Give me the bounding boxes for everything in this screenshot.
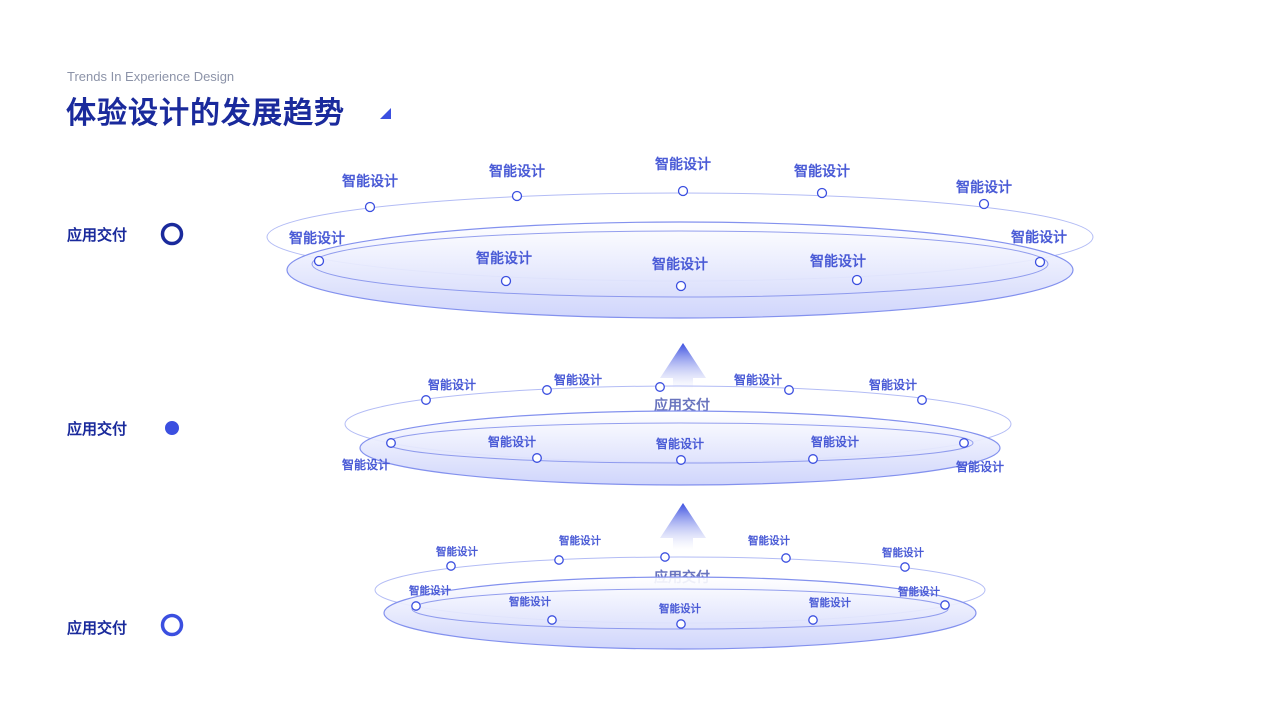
node-label: 智能设计 (897, 585, 940, 598)
node-marker (816, 187, 828, 199)
page-title: 体验设计的发展趋势 (66, 96, 345, 131)
layer-middle: 智能设计 智能设计 智能设计 智能设计 智能设计 智能设计 智能设计 智能设计 … (341, 372, 1012, 486)
node-label: 智能设计 (553, 372, 602, 387)
node-label: 智能设计 (868, 377, 917, 392)
node-marker (940, 600, 950, 610)
node-label: 智能设计 (408, 584, 451, 597)
node-marker (808, 615, 818, 625)
node-label: 智能设计 (747, 534, 790, 547)
page-subtitle: Trends In Experience Design (67, 69, 235, 84)
node-marker (532, 453, 542, 463)
timeline-label-middle: 应用交付 (67, 420, 128, 438)
node-marker (547, 615, 557, 625)
node-marker (781, 553, 791, 563)
arrow-label: 应用交付 (654, 397, 710, 414)
timeline-label-bottom: 应用交付 (67, 619, 128, 637)
node-marker (446, 561, 456, 571)
node-label: 智能设计 (808, 596, 851, 609)
node-marker (808, 454, 818, 464)
node-marker (542, 385, 552, 395)
node-marker (784, 385, 794, 395)
node-marker (511, 190, 523, 202)
node-label: 智能设计 (435, 545, 478, 558)
title-corner-mark (380, 108, 391, 119)
node-label: 智能设计 (658, 602, 701, 615)
timeline-node-middle (163, 419, 181, 437)
node-label: 智能设计 (558, 534, 601, 547)
node-marker (364, 201, 376, 213)
node-label: 智能设计 (341, 457, 390, 472)
disc-face (359, 410, 1001, 486)
timeline-label-top: 应用交付 (67, 226, 128, 244)
timeline-node-top (160, 222, 184, 246)
node-marker (554, 555, 564, 565)
node-label: 智能设计 (508, 595, 551, 608)
timeline-node-bottom (160, 613, 184, 637)
node-marker (676, 455, 686, 465)
node-label: 智能设计 (475, 250, 532, 267)
node-label: 智能设计 (793, 163, 850, 180)
node-label: 智能设计 (654, 156, 711, 173)
disc-inner-ring (411, 588, 949, 630)
node-marker (676, 619, 686, 629)
node-marker (677, 185, 689, 197)
node-marker (851, 274, 863, 286)
arrow-upper: 应用交付 (654, 343, 710, 414)
node-marker (313, 255, 325, 267)
node-label: 智能设计 (341, 173, 398, 190)
disc-face (383, 576, 977, 650)
disc-face (286, 221, 1074, 319)
layer-bottom: 智能设计 智能设计 智能设计 智能设计 智能设计 智能设计 智能设计 智能设计 … (374, 534, 986, 650)
node-label: 智能设计 (955, 459, 1004, 474)
node-label: 智能设计 (651, 256, 708, 273)
node-marker (900, 562, 910, 572)
disc-inner-ring (311, 230, 1049, 298)
node-marker (959, 438, 969, 448)
node-marker (411, 601, 421, 611)
node-marker (675, 280, 687, 292)
node-marker (1034, 256, 1046, 268)
node-marker (386, 438, 396, 448)
node-label: 智能设计 (955, 179, 1012, 196)
node-label: 智能设计 (881, 546, 924, 559)
layer-top: 智能设计 智能设计 智能设计 智能设计 智能设计 智能设计 智能设计 智能设计 … (266, 156, 1094, 319)
node-marker (500, 275, 512, 287)
node-label: 智能设计 (810, 434, 859, 449)
up-arrow-icon (660, 343, 706, 390)
node-marker (655, 382, 665, 392)
node-label: 智能设计 (809, 253, 866, 270)
node-label: 智能设计 (487, 434, 536, 449)
node-marker (978, 198, 990, 210)
node-label: 智能设计 (733, 372, 782, 387)
node-label: 智能设计 (427, 377, 476, 392)
up-arrow-icon (660, 503, 706, 550)
node-marker (917, 395, 927, 405)
node-label: 智能设计 (1010, 229, 1067, 246)
node-marker (421, 395, 431, 405)
node-label: 智能设计 (488, 163, 545, 180)
node-marker (660, 552, 670, 562)
node-label: 智能设计 (655, 436, 704, 451)
node-label: 智能设计 (288, 230, 345, 247)
